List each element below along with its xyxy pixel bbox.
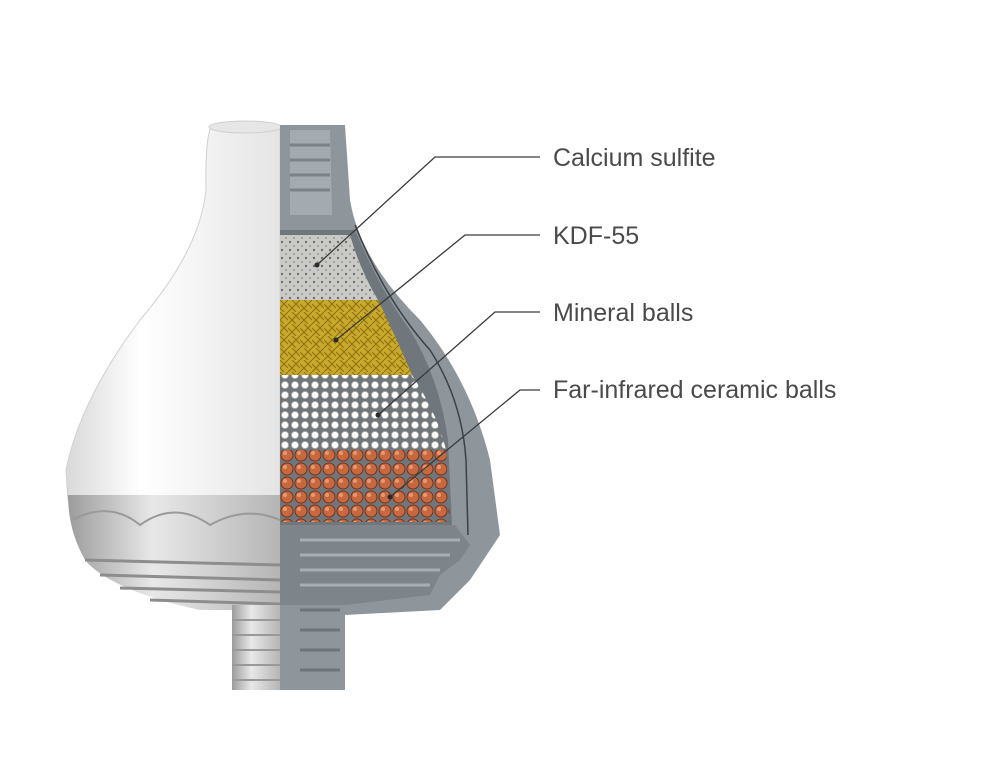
label-mineral-balls: Mineral balls <box>553 299 694 327</box>
filter-body-exterior <box>65 120 282 690</box>
mineral-balls-layer <box>280 375 446 450</box>
label-calcium-sulfite: Calcium sulfite <box>553 144 716 172</box>
leader-line-mineral-balls <box>377 311 540 416</box>
ceramic-balls-layer <box>280 450 450 522</box>
leader-line-ceramic-balls <box>389 389 540 498</box>
leader-line-kdf-55 <box>335 234 540 341</box>
leader-line-calcium-sulfite <box>316 156 540 266</box>
filter-body-cutaway <box>280 125 500 690</box>
label-far-infrared-ceramic-balls: Far-infrared ceramic balls <box>553 376 837 404</box>
label-kdf-55: KDF-55 <box>553 222 640 250</box>
